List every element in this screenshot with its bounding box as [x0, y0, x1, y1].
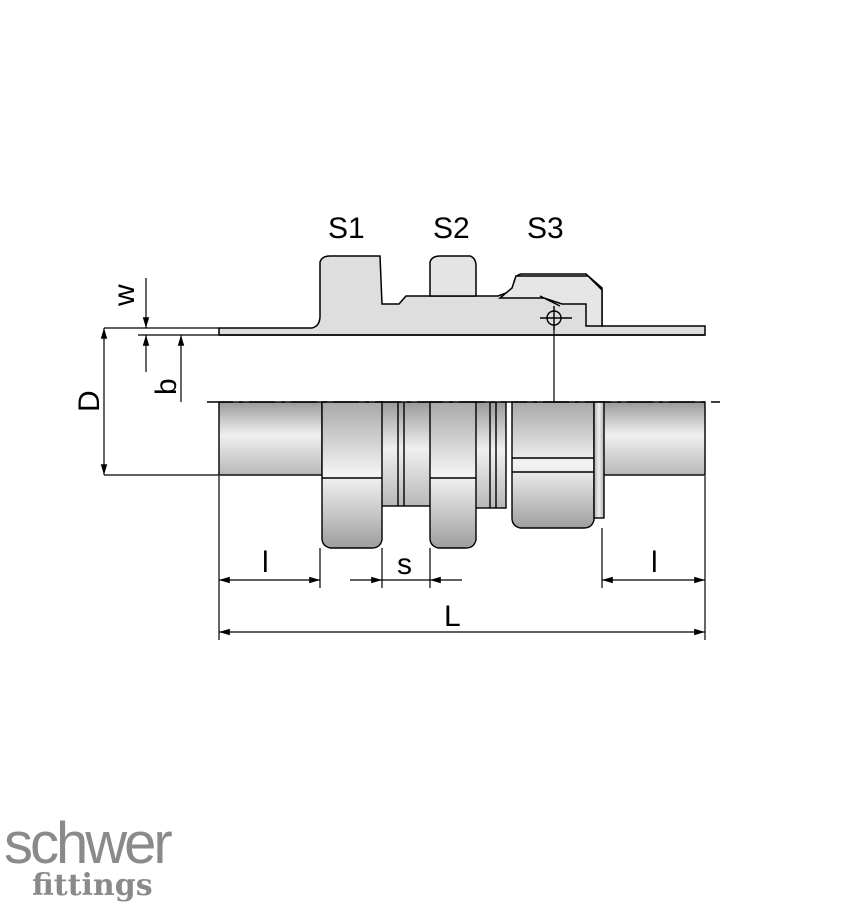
tube-right — [599, 401, 706, 476]
body-center — [379, 401, 433, 507]
logo-main-text: schwer — [4, 811, 172, 876]
logo-sub-text: fittings — [32, 868, 153, 903]
s2-hex — [429, 401, 477, 549]
label-l-left: l — [262, 546, 269, 579]
label-s3: S3 — [527, 212, 564, 245]
label-s2: S2 — [433, 212, 470, 245]
s3-section — [497, 275, 603, 327]
s3-nut — [511, 401, 595, 529]
s2-section — [429, 255, 477, 297]
schwer-logo: schwer fittings — [4, 811, 175, 903]
s1-hex — [321, 401, 383, 549]
section-view — [218, 255, 706, 336]
s3-flange — [593, 401, 605, 519]
label-l-right: l — [651, 546, 658, 579]
dimension-lines — [100, 278, 706, 640]
label-w: w — [108, 284, 141, 307]
tube-left — [218, 401, 323, 476]
external-view — [218, 401, 706, 549]
label-total-length: L — [444, 600, 461, 633]
label-d: D — [73, 390, 106, 412]
label-s: s — [397, 548, 412, 581]
label-b: b — [150, 378, 183, 395]
label-s1: S1 — [328, 212, 365, 245]
